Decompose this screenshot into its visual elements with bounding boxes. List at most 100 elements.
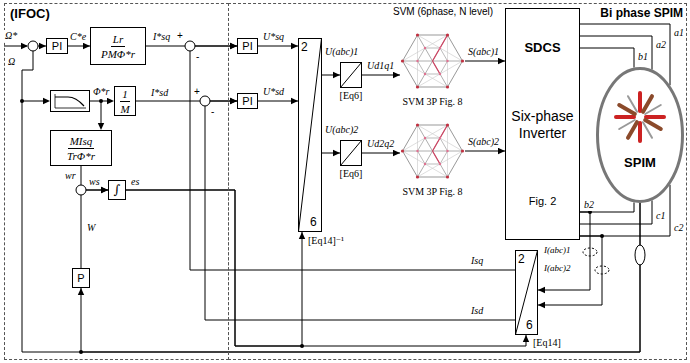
svm-vertex [416, 150, 418, 152]
current-sensor [583, 248, 609, 274]
svm-vector [417, 125, 418, 177]
block-label: 1 [120, 88, 130, 102]
signal-label: Φ*r [92, 86, 111, 98]
block-label: PI [52, 40, 62, 52]
summing-junction [76, 185, 86, 195]
svm-diagram-outline [400, 28, 465, 94]
label-holder: C*e [69, 31, 87, 43]
gain-block: LrPMΦ*r [90, 27, 146, 65]
block-diagonal [299, 39, 322, 232]
svm-reference-vector [433, 125, 448, 151]
label-holder: Ω [7, 56, 16, 68]
motor-outline [598, 69, 683, 202]
svm-vector [418, 125, 433, 151]
block-label: PI [242, 95, 252, 107]
block-label: 2 [301, 40, 308, 54]
svm-vertex [416, 123, 419, 126]
svm-vertex [439, 163, 441, 165]
svm-diagram-outline [400, 118, 465, 184]
svm-vector [447, 35, 448, 87]
connector-line [190, 46, 515, 270]
label-holder: + [193, 86, 201, 98]
block-label: Fig. 2 [529, 195, 557, 208]
signal-label: c1 [655, 210, 666, 222]
arrowhead [333, 72, 340, 78]
svm-vector [433, 151, 448, 177]
label-holder: U(abc)1 [324, 46, 359, 58]
text-holder: [Eq6] [340, 168, 363, 180]
text-holder: [Eq14]⁻¹ [308, 235, 344, 247]
svm-vertex [424, 137, 426, 139]
svm-vector [418, 35, 433, 61]
transform-block: 26[Eq14]⁻¹ [298, 38, 322, 252]
label-holder: a2 [655, 39, 667, 51]
arrowhead [523, 335, 529, 342]
junction-dot [99, 99, 103, 103]
svm-vector [418, 35, 463, 61]
block-outline [516, 251, 538, 335]
sign-label: - [210, 106, 215, 118]
text-holder: SVM 3P Fig. 8 [402, 186, 462, 198]
rotor-winding [619, 105, 635, 114]
text-holder: SVM 3P Fig. 8 [402, 96, 462, 108]
motor-circle: SPIM [596, 67, 684, 203]
label-holder: ws [88, 176, 101, 188]
svm-vertex [424, 73, 426, 75]
svm-vector [403, 35, 448, 61]
svm-vertex [401, 149, 404, 152]
junction-dot [600, 234, 604, 238]
text-holder: 6 [310, 215, 317, 229]
block-label: SDCS [524, 40, 560, 55]
svm-vector [418, 61, 433, 87]
connector-line [126, 190, 526, 346]
block-label: 2 [518, 252, 525, 266]
signal-connector [81, 187, 108, 268]
signal-connector [322, 150, 340, 156]
arrowhead [538, 302, 545, 308]
signal-line [43, 98, 50, 104]
block-label: SVM 3P Fig. 8 [402, 96, 462, 108]
label-holder: Ω* [4, 30, 18, 42]
signal-connector [205, 98, 515, 320]
flux-table-block [55, 97, 84, 106]
pi-controller: PI [237, 38, 258, 54]
signal-label: S(abc)2 [467, 136, 500, 148]
block-diagonal [516, 251, 538, 335]
connector-line [580, 36, 652, 70]
arrowhead [230, 98, 237, 104]
block-outline [341, 63, 362, 88]
signal-connector [465, 148, 505, 154]
signal-label: Ω* [4, 30, 18, 42]
svm-vertex [461, 149, 464, 152]
block-diagonal [341, 63, 362, 88]
svm-vector [403, 125, 448, 151]
label-holder: S(abc)2 [467, 136, 500, 148]
signal-line [98, 123, 104, 130]
block-label: TrΦ*r [67, 150, 95, 162]
arrowhead [538, 287, 545, 293]
svm-hexagon [403, 125, 463, 177]
junction-dot [300, 344, 304, 348]
label-holder: Ud2q2 [366, 138, 395, 150]
signal-connector [322, 72, 340, 78]
transform-block: 26[Eq14] [515, 250, 538, 350]
svm-vector [403, 61, 448, 87]
text-holder: SPIM [624, 155, 656, 170]
connector-line [81, 190, 108, 268]
machine-region: Bi phase SPIMPIPI26[Eq14]⁻¹[Eq6]SVM 3P F… [228, 3, 687, 360]
signal-label: C*e [69, 31, 87, 43]
arrowhead [393, 150, 400, 156]
signal-label: I(abc)1 [543, 245, 572, 256]
label-holder: c1 [655, 210, 666, 222]
pi-controller: PI [237, 93, 258, 109]
signal-connector [126, 190, 305, 346]
arrowhead [498, 58, 505, 64]
block-label: P [77, 272, 84, 284]
signal-label: S(abc)1 [467, 46, 500, 58]
svm-vertex [446, 60, 448, 62]
pole-pair-block: P [72, 268, 90, 288]
svm-vertex [424, 163, 426, 165]
inverter-box: SDCSSix-phase InverterFig. 2 [505, 8, 580, 240]
block-label: 6 [526, 318, 533, 332]
svm-vector [433, 61, 463, 62]
